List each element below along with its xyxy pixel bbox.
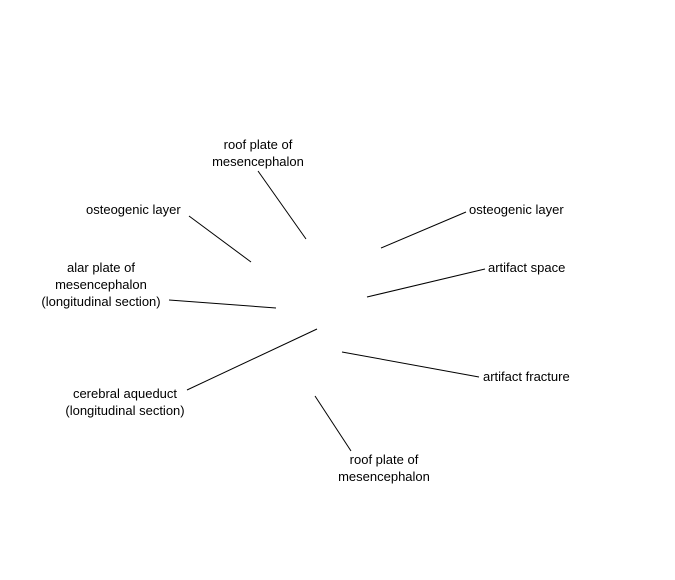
leader-osteogenic-layer-right [380, 211, 467, 249]
leader-osteogenic-layer-left [188, 215, 252, 263]
label-osteogenic-layer-right: osteogenic layer [469, 202, 564, 217]
label-artifact-fracture: artifact fracture [483, 369, 570, 384]
leader-cerebral-aqueduct [186, 328, 318, 391]
leader-artifact-fracture [341, 351, 480, 378]
leader-roof-plate-bottom [314, 395, 352, 452]
label-osteogenic-layer-left: osteogenic layer [86, 202, 181, 217]
label-cerebral-aqueduct: cerebral aqueduct (longitudinal section) [65, 386, 185, 418]
leader-alar-plate [168, 299, 277, 309]
label-roof-plate-bottom: roof plate of mesencephalon [338, 452, 430, 484]
label-alar-plate: alar plate of mesencephalon (longitudina… [41, 260, 161, 309]
label-roof-plate-top: roof plate of mesencephalon [212, 137, 304, 169]
leader-artifact-space [366, 268, 486, 298]
leader-roof-plate-top [257, 170, 307, 240]
label-artifact-space: artifact space [488, 260, 566, 275]
